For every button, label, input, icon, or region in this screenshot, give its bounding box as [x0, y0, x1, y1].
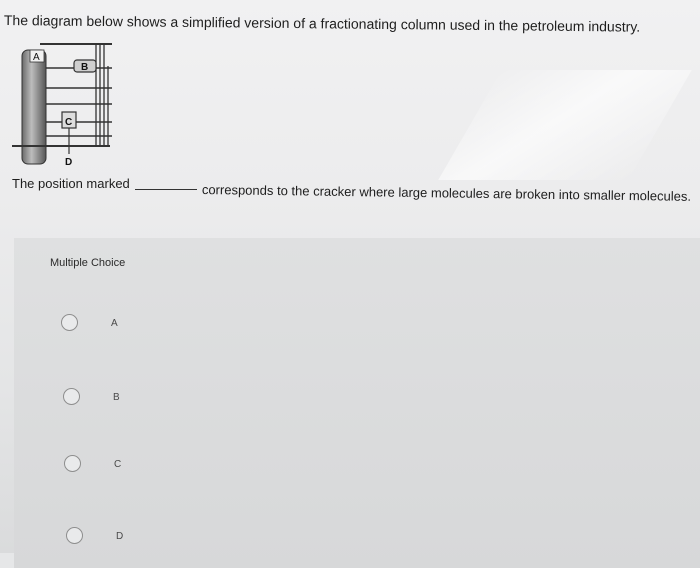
- choice-label: B: [113, 392, 120, 403]
- label-d: D: [65, 157, 72, 168]
- multiple-choice-heading: Multiple Choice: [50, 257, 126, 269]
- sentence-after-blank: corresponds to the cracker where large m…: [201, 182, 692, 204]
- question-text: The diagram below shows a simplified ver…: [3, 12, 641, 35]
- radio-button[interactable]: [64, 455, 81, 472]
- choice-option-a[interactable]: A: [61, 314, 118, 331]
- unit-b: [73, 59, 97, 73]
- screen-glare: [438, 70, 692, 180]
- choice-option-b[interactable]: B: [63, 388, 120, 405]
- choice-label: A: [111, 318, 118, 329]
- radio-button[interactable]: [66, 527, 83, 544]
- radio-button[interactable]: [61, 314, 78, 331]
- choice-option-c[interactable]: C: [64, 455, 121, 472]
- choice-option-d[interactable]: D: [66, 527, 123, 544]
- label-a-box: [29, 49, 45, 63]
- answer-blank: [135, 189, 197, 190]
- choice-label: D: [116, 531, 124, 542]
- radio-button[interactable]: [63, 388, 80, 405]
- label-c: C: [65, 117, 72, 128]
- label-a: A: [33, 52, 40, 63]
- choice-label: C: [114, 459, 122, 470]
- label-b: B: [81, 62, 88, 73]
- sentence-before-blank: The position marked: [12, 176, 130, 191]
- fractionating-column-diagram: A B C D: [12, 43, 112, 168]
- multiple-choice-panel: [14, 238, 700, 568]
